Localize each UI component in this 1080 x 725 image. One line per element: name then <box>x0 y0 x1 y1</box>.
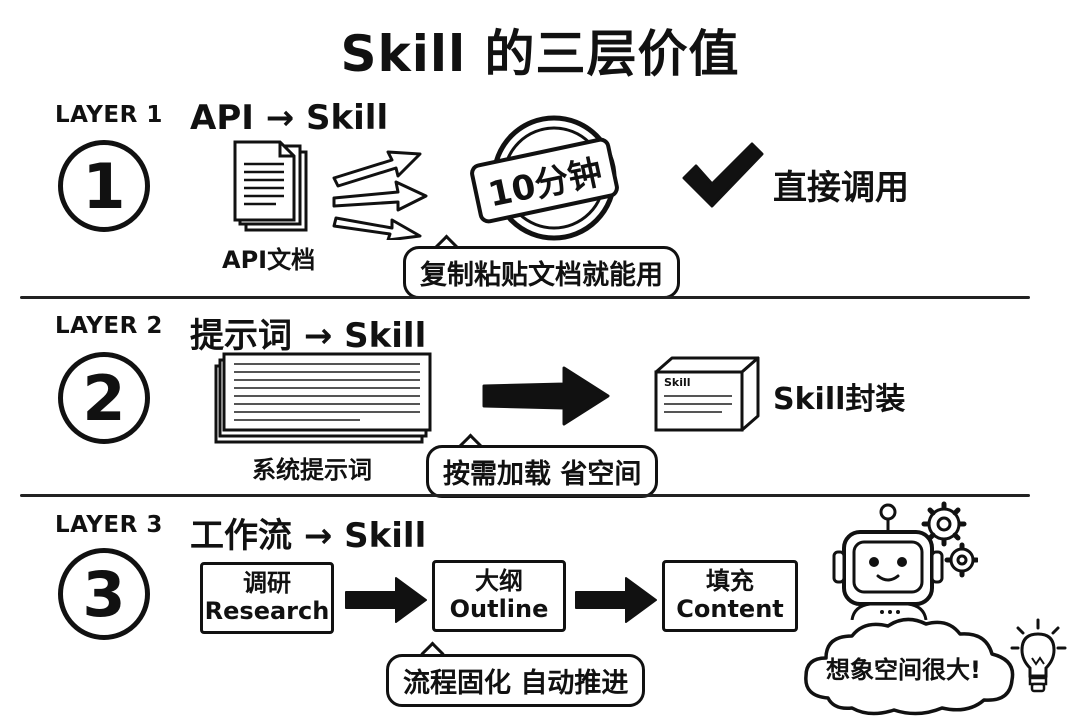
step-outline-en: Outline <box>449 595 549 623</box>
page-title: Skill 的三层价值 <box>340 25 740 83</box>
robot-icon <box>832 503 944 620</box>
triple-arrow-icon <box>332 150 428 240</box>
checkmark-icon <box>682 142 764 208</box>
system-prompt-caption: 系统提示词 <box>252 456 372 484</box>
divider-2 <box>20 494 1030 497</box>
bold-arrow-icon <box>482 366 610 426</box>
arrow-1-icon <box>345 577 427 623</box>
step-outline-cn: 大纲 <box>475 567 523 596</box>
layer-2-bubble: 按需加载 省空间 <box>426 445 659 498</box>
lightbulb-icon <box>1010 618 1067 693</box>
step-research-cn: 调研 <box>243 569 291 598</box>
document-stack-icon <box>233 140 308 232</box>
layer-1-result: 直接调用 <box>773 168 909 208</box>
layer-3-heading: 工作流 → Skill <box>190 516 427 556</box>
layer-3-label: LAYER 3 <box>55 512 163 538</box>
divider-1 <box>20 296 1030 299</box>
step-content-en: Content <box>676 595 784 623</box>
step-research-en: Research <box>204 597 330 625</box>
layer-2-result: Skill封装 <box>773 382 906 417</box>
layer-2-label: LAYER 2 <box>55 313 163 339</box>
gear-icon <box>921 501 978 578</box>
arrow-2-icon <box>575 577 657 623</box>
layer-1-bubble: 复制粘贴文档就能用 <box>403 246 680 299</box>
layer-3-bubble: 流程固化 自动推进 <box>386 654 646 707</box>
package-box-icon <box>654 356 760 432</box>
layer-2-heading: 提示词 → Skill <box>190 316 427 356</box>
api-doc-caption: API文档 <box>222 246 316 274</box>
layer-1-label: LAYER 1 <box>55 102 163 128</box>
cloud-icon <box>804 617 1015 716</box>
package-box-label: Skill <box>664 376 691 389</box>
prompt-sheets-icon <box>214 352 432 444</box>
layer-1-number: 1 <box>58 140 150 232</box>
step-content: 填充 Content <box>662 560 798 632</box>
step-outline: 大纲 Outline <box>432 560 566 632</box>
step-research: 调研 Research <box>200 562 334 634</box>
layer-2-number: 2 <box>58 352 150 444</box>
layer-3-number: 3 <box>58 548 150 640</box>
cloud-text: 想象空间很大! <box>826 656 981 684</box>
layer-1-heading: API → Skill <box>190 98 389 138</box>
step-content-cn: 填充 <box>706 567 754 596</box>
